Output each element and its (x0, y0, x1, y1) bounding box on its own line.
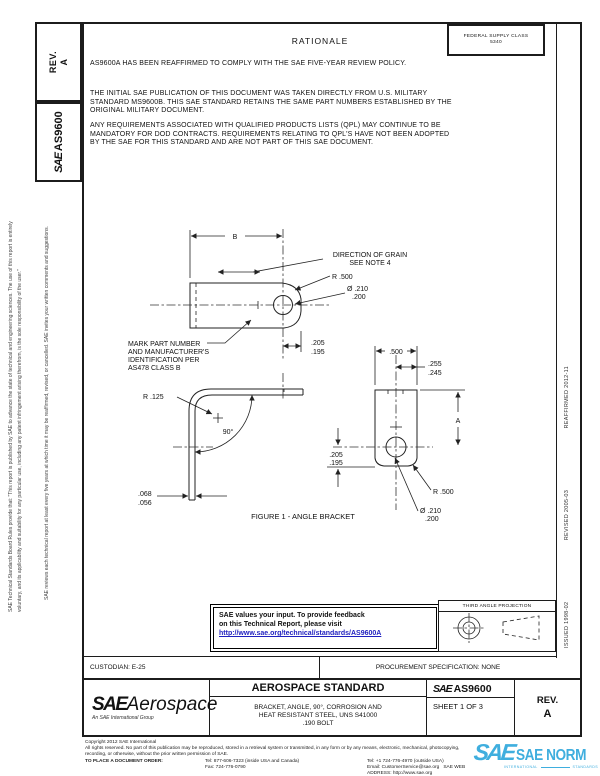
rationale-paragraph-2: THE INITIAL SAE PUBLICATION OF THIS DOCU… (90, 90, 452, 115)
watermark-rule (540, 766, 570, 768)
tel-inside: Tel: 877-606-7323 (inside USA and Canada… (205, 758, 300, 764)
feedback-line-1: SAE values your input. To provide feedba… (219, 612, 365, 619)
left-disclaimer-line-3: SAE reviews each technical report at lea… (44, 226, 50, 600)
federal-supply-class-box: FEDERAL SUPPLY CLASS 5340 (447, 24, 545, 56)
mark-note-line1: MARK PART NUMBER (128, 341, 200, 348)
thickness-068-label: .068 (138, 491, 152, 498)
fv-195-label: .195 (329, 460, 343, 467)
feedback-line-2: on this Technical Report, please visit (219, 621, 342, 628)
procurement-cell: PROCUREMENT SPECIFICATION: NONE (320, 657, 556, 678)
radius-125-label: R .125 (143, 394, 164, 401)
copyright-line: Copyright 2012 SAE International (85, 740, 157, 745)
grain-note-line1: DIRECTION OF GRAIN (333, 252, 407, 259)
watermark-international: INTERNATIONAL (504, 765, 538, 769)
angle-90-label: 90° (223, 428, 234, 436)
part-title: BRACKET, ANGLE, 90°, CORROSION AND HEAT … (254, 704, 382, 727)
rights-line-2: recording, or otherwise, without the pri… (85, 751, 229, 757)
fsc-label: FEDERAL SUPPLY CLASS (463, 33, 529, 39)
right-strip-divider (556, 22, 557, 658)
rights-line-1: All rights reserved. No part of this pub… (85, 745, 460, 751)
sae-aerospace-logo: SAEAerospace An SAE International Group (84, 680, 217, 735)
front-view: .500 .255 .245 A .205 .195 R .500 Ø .210… (327, 346, 465, 523)
rev-label-bottom: REV. (536, 695, 559, 706)
rev-label: REV. (47, 50, 58, 74)
document-type-title: AEROSPACE STANDARD (210, 680, 426, 697)
dim-255-label: .255 (428, 361, 442, 368)
sae-logo-icon: SAE (52, 153, 65, 173)
footer-legal: Copyright 2012 SAE International All rig… (85, 740, 485, 776)
sae-logo-icon: SAE (92, 693, 128, 715)
hole-dia-bottom-label2: .200 (425, 516, 439, 523)
issued-date: ISSUED 1998-02 (564, 601, 570, 648)
mark-note-line2: AND MANUFACTURER'S (128, 349, 209, 356)
feedback-link[interactable]: http://www.sae.org/technical/standards/A… (219, 630, 382, 637)
side-view: R .125 90° .068 .056 (138, 373, 304, 507)
fv-205-label: .205 (329, 452, 343, 459)
doc-number-box: SAEAS9600 (35, 102, 82, 182)
rev-box: REV. A (35, 22, 82, 102)
projection-title: THIRD ANGLE PROJECTION (439, 601, 555, 612)
radius-500-top-label: R .500 (332, 274, 353, 281)
mark-note-line3: IDENTIFICATION PER (128, 357, 199, 364)
title-block-rev: REV. A (515, 680, 580, 735)
width-500-label: .500 (389, 349, 403, 356)
reaffirmed-date: REAFFIRMED 2012-11 (564, 366, 570, 429)
procurement-text: PROCUREMENT SPECIFICATION: NONE (375, 664, 501, 671)
order-label: TO PLACE A DOCUMENT ORDER: (85, 758, 163, 764)
dim-b-label: B (233, 234, 238, 241)
third-angle-projection-box: THIRD ANGLE PROJECTION (438, 600, 556, 652)
rationale-paragraph-3: ANY REQUIREMENTS ASSOCIATED WITH QUALIFI… (90, 122, 450, 147)
custodian-text: CUSTODIAN: E-25 (90, 664, 146, 671)
sheet-info: SHEET 1 OF 3 (433, 702, 483, 711)
watermark-standards: STANDARDS (572, 765, 598, 769)
dim-245-label: .245 (428, 370, 442, 377)
logo-subtitle: An SAE International Group (92, 714, 154, 721)
tel-outside: Tel: +1 724-776-4970 (outside USA) (367, 758, 444, 764)
rev-value: A (58, 58, 69, 66)
mark-note-line4: AS478 CLASS B (128, 365, 181, 372)
feedback-box: SAE values your input. To provide feedba… (210, 604, 440, 652)
hole-dia-top-label1: Ø .210 (347, 286, 368, 293)
left-disclaimer-line-1: SAE Technical Standards Board Rules prov… (8, 221, 14, 612)
sae-logo-icon-small: SAE (433, 683, 453, 695)
figure-1-drawing: B DIRECTION OF GRAIN SEE NOTE 4 R .500 Ø… (128, 229, 465, 523)
hole-dia-top-label2: .200 (352, 294, 366, 301)
rationale-paragraph-1: AS9600A HAS BEEN REAFFIRMED TO COMPLY WI… (90, 60, 407, 67)
title-block-center: AEROSPACE STANDARD BRACKET, ANGLE, 90°, … (210, 680, 427, 735)
hole-dia-bottom-label1: Ø .210 (420, 508, 441, 515)
radius-500-bottom-label: R .500 (433, 489, 454, 496)
fsc-value: 5340 (490, 40, 502, 45)
rationale-title: RATIONALE (291, 36, 349, 46)
tv-195-label: .195 (311, 349, 325, 356)
third-angle-projection-icon (453, 613, 540, 643)
top-view: B DIRECTION OF GRAIN SEE NOTE 4 R .500 Ø… (128, 229, 407, 372)
sae-norm-name: SAE NORM (515, 747, 586, 764)
email-contact: Email: CustomerService@sae.org (367, 764, 440, 770)
sae-norm-watermark: SAE SAE NORM INTERNATIONAL STANDARDS (472, 739, 598, 775)
thickness-056-label: .056 (138, 500, 152, 507)
figure-caption: FIGURE 1 - ANGLE BRACKET (251, 512, 355, 521)
title-block: SAEAerospace An SAE International Group … (82, 678, 582, 737)
rev-value-bottom: A (543, 708, 552, 720)
sae-norm-logo-icon: SAE (472, 739, 516, 765)
revised-date: REVISED 2005-03 (564, 489, 570, 541)
custodian-cell: CUSTODIAN: E-25 (82, 657, 320, 678)
grain-note-line2: SEE NOTE 4 (349, 260, 390, 267)
web-address: SAE WEB ADDRESS: http://www.sae.org (367, 764, 466, 776)
tv-205-label: .205 (311, 340, 325, 347)
dim-a-label: A (456, 418, 461, 425)
revision-history-strip: ISSUED 1998-02 REVISED 2005-03 REAFFIRME… (564, 366, 570, 648)
info-row: CUSTODIAN: E-25 PROCUREMENT SPECIFICATIO… (82, 656, 556, 678)
left-disclaimer-line-2: voluntary, and its applicability and sui… (17, 269, 23, 612)
logo-aerospace-text: Aerospace (126, 693, 218, 715)
document-number: AS9600 (453, 683, 492, 695)
doc-number: AS9600 (52, 111, 65, 152)
fax-number: Fax: 724-776-0790 (205, 764, 246, 770)
